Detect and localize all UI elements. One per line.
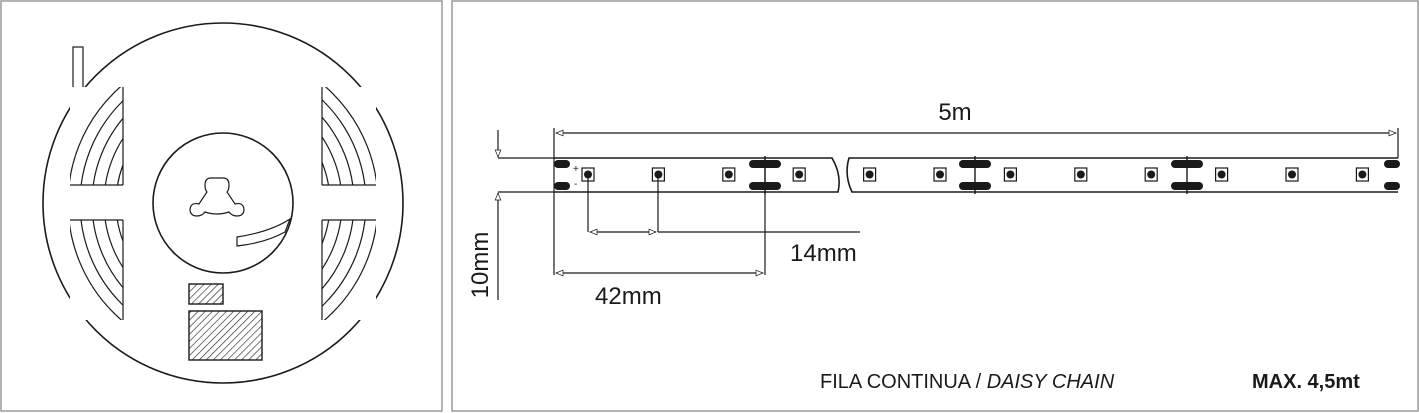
led-chip: [1003, 167, 1018, 182]
daisy-italic: DAISY CHAIN: [987, 371, 1115, 393]
led-chip: [933, 167, 947, 182]
led-chip: [581, 167, 595, 182]
reel-window: [322, 220, 376, 320]
reel-hub: [152, 132, 294, 274]
cut-label: 42mm: [595, 283, 662, 310]
cut-point: [1171, 156, 1203, 194]
reel-illustration: [42, 22, 404, 384]
led-chip: [862, 167, 877, 182]
inner-strip-end: [236, 217, 292, 247]
led-chip: [1074, 167, 1088, 182]
reel-outer-ring: [42, 22, 404, 384]
reel-window: [322, 87, 376, 185]
plus-marker: +: [573, 164, 579, 175]
width-label: 10mm: [467, 232, 494, 299]
minus-marker: -: [574, 179, 577, 190]
hub-spindle-icon: [189, 177, 245, 217]
daisy-prefix: FILA CONTINUA /: [820, 371, 987, 393]
reel-panel: [0, 0, 443, 412]
led-chip: [1214, 167, 1229, 182]
max-length-label: MAX. 4,5mt: [1252, 371, 1360, 393]
strip-panel: [451, 0, 1419, 412]
solder-pad: [1384, 160, 1400, 190]
label-small: [188, 283, 224, 305]
label-large: [188, 310, 263, 361]
cut-point: [959, 156, 991, 194]
led-chip: [792, 167, 806, 182]
daisy-chain-label: FILA CONTINUA / DAISY CHAIN: [820, 371, 1115, 393]
pitch-label: 14mm: [790, 240, 857, 267]
led-chip: [1144, 167, 1158, 182]
led-chip: [1355, 167, 1370, 182]
solder-pad: [554, 160, 570, 190]
led-chip: [1285, 167, 1299, 182]
strip-segment-right: [846, 157, 1398, 193]
led-strip: + -: [554, 156, 1400, 194]
led-chip: [722, 167, 736, 182]
reel-window: [70, 87, 123, 185]
strip-segment-left: [554, 157, 840, 193]
reel-window: [70, 220, 123, 320]
length-label: 5m: [938, 99, 971, 126]
